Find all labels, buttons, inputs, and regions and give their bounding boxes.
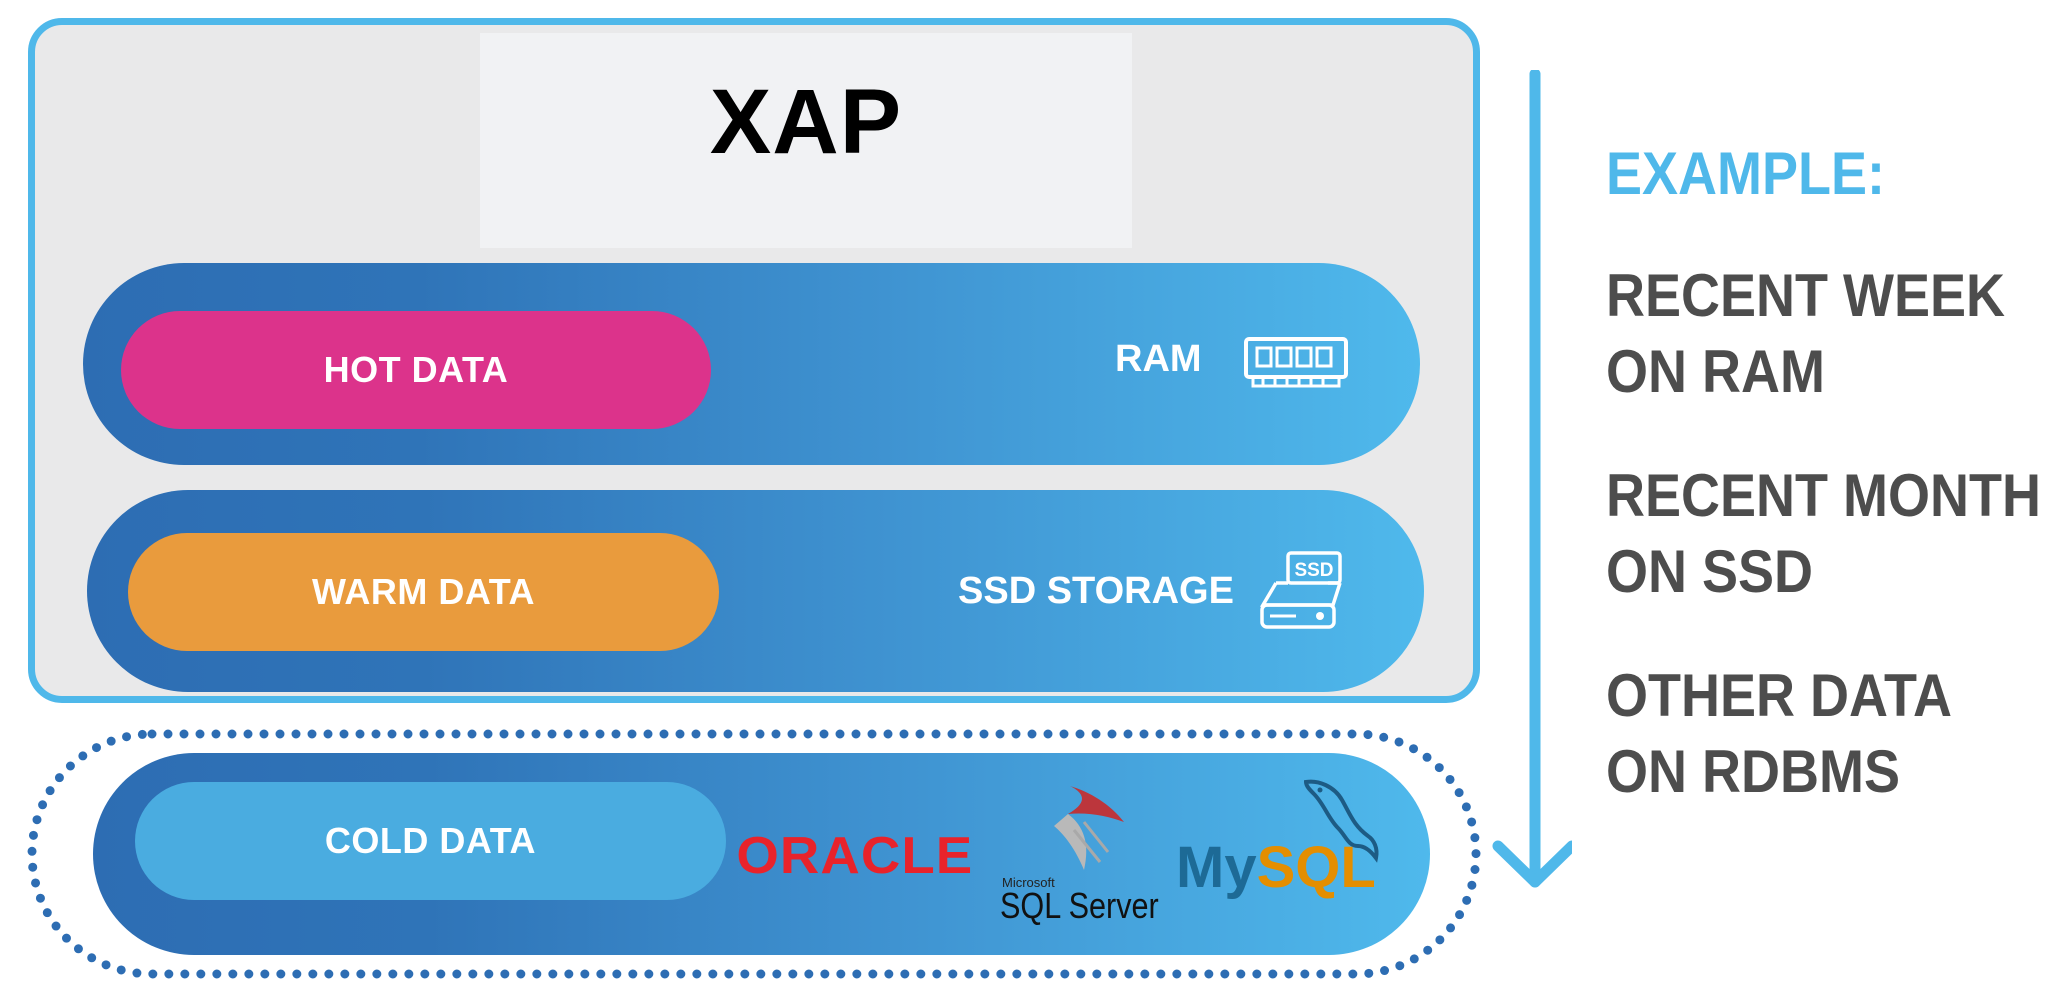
warm-data-label: WARM DATA (311, 571, 536, 612)
example-item-week-line1: RECENT WEEK (1606, 262, 2006, 329)
mysql-logo: MySQL (1176, 834, 1376, 901)
down-arrow-icon (1492, 70, 1572, 888)
example-item-other-line1: OTHER DATA (1606, 662, 1952, 729)
ssd-icon: SSD (1259, 551, 1342, 629)
hot-data-label: HOT DATA (323, 349, 509, 390)
xap-title: XAP (709, 71, 903, 173)
ssd-storage-label: SSD STORAGE (958, 570, 1234, 612)
cold-data-label: COLD DATA (324, 820, 537, 861)
xap-title-box (480, 33, 1132, 248)
mysql-logo-sql: SQL (1256, 835, 1376, 900)
ram-icon (1244, 337, 1348, 388)
cold-storage-dotted-frame (27, 729, 1481, 979)
example-item-month-line2: ON SSD (1606, 538, 1814, 605)
sql-server-logo-name: SQL Server (1000, 885, 1159, 926)
warm-data-pill: WARM DATA (128, 533, 719, 651)
ssd-icon-text: SSD (1294, 560, 1333, 581)
mysql-dolphin-icon (1303, 779, 1379, 863)
example-item-month-line1: RECENT MONTH (1606, 462, 2041, 529)
example-item-week-line2: ON RAM (1606, 338, 1825, 405)
oracle-logo: ORACLE (736, 827, 974, 885)
ram-label: RAM (1115, 338, 1202, 380)
cold-data-pill: COLD DATA (135, 782, 726, 900)
mysql-logo-my: My (1176, 835, 1257, 900)
sql-server-logo-graphic (1054, 786, 1124, 870)
example-item-other-line2: ON RDBMS (1606, 738, 1901, 805)
example-heading: EXAMPLE: (1606, 140, 1886, 207)
hot-data-pill: HOT DATA (121, 311, 711, 429)
sql-server-logo-microsoft: Microsoft (1002, 875, 1055, 890)
